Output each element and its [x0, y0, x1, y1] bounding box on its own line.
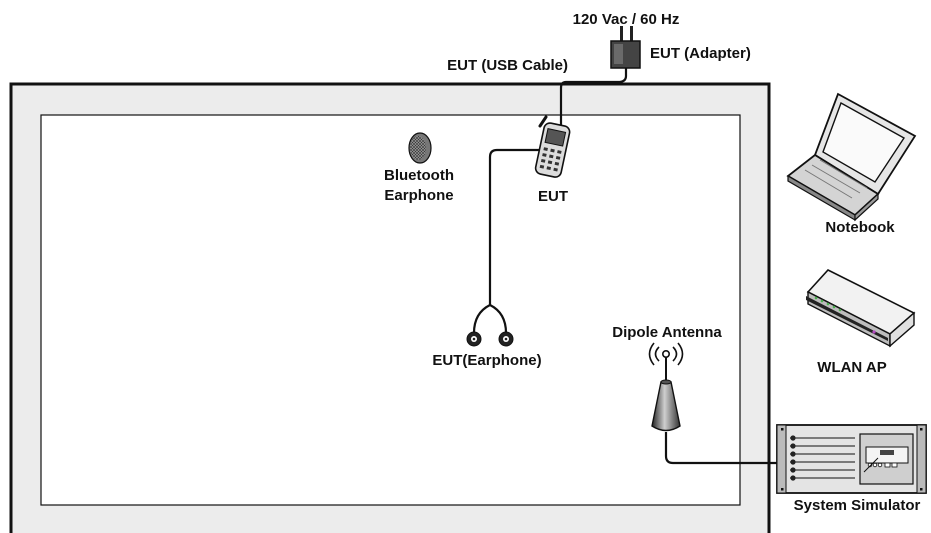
- notebook-label: Notebook: [825, 219, 895, 236]
- wlan-ap-icon: [806, 269, 916, 348]
- cables: [472, 66, 800, 465]
- wired-earphone-icon: [466, 331, 514, 347]
- rf-coax-cable: [664, 432, 800, 465]
- radio-wave-icon: [648, 342, 684, 366]
- eut-label: EUT: [538, 188, 568, 205]
- usb-cable-label: EUT (USB Cable): [447, 57, 568, 74]
- bluetooth-earphone-label-line2: Earphone: [384, 187, 453, 204]
- power-source-label: 120 Vac / 60 Hz: [573, 11, 680, 28]
- earphone-cable: [488, 148, 541, 305]
- adapter-label: EUT (Adapter): [650, 45, 751, 62]
- wlan-ap-label: WLAN AP: [817, 359, 886, 376]
- bluetooth-earphone-icon: [408, 132, 432, 164]
- notebook-icon: [786, 92, 917, 222]
- system-simulator-icon: [776, 424, 927, 494]
- adapter-icon: [610, 26, 641, 69]
- mobile-phone-icon: [534, 115, 571, 178]
- dipole-antenna-icon: [648, 342, 684, 432]
- chamber-inner-area: [40, 114, 741, 506]
- earphone-split-cable: [472, 303, 508, 334]
- system-simulator-label: System Simulator: [794, 497, 921, 514]
- earphone-label: EUT(Earphone): [432, 352, 541, 369]
- shielded-chamber: [9, 82, 771, 533]
- usb-cable: [559, 66, 628, 133]
- labels: 120 Vac / 60 Hz EUT (Adapter) EUT (USB C…: [384, 11, 921, 514]
- bluetooth-earphone-label-line1: Bluetooth: [384, 167, 454, 184]
- dipole-antenna-label: Dipole Antenna: [612, 324, 722, 341]
